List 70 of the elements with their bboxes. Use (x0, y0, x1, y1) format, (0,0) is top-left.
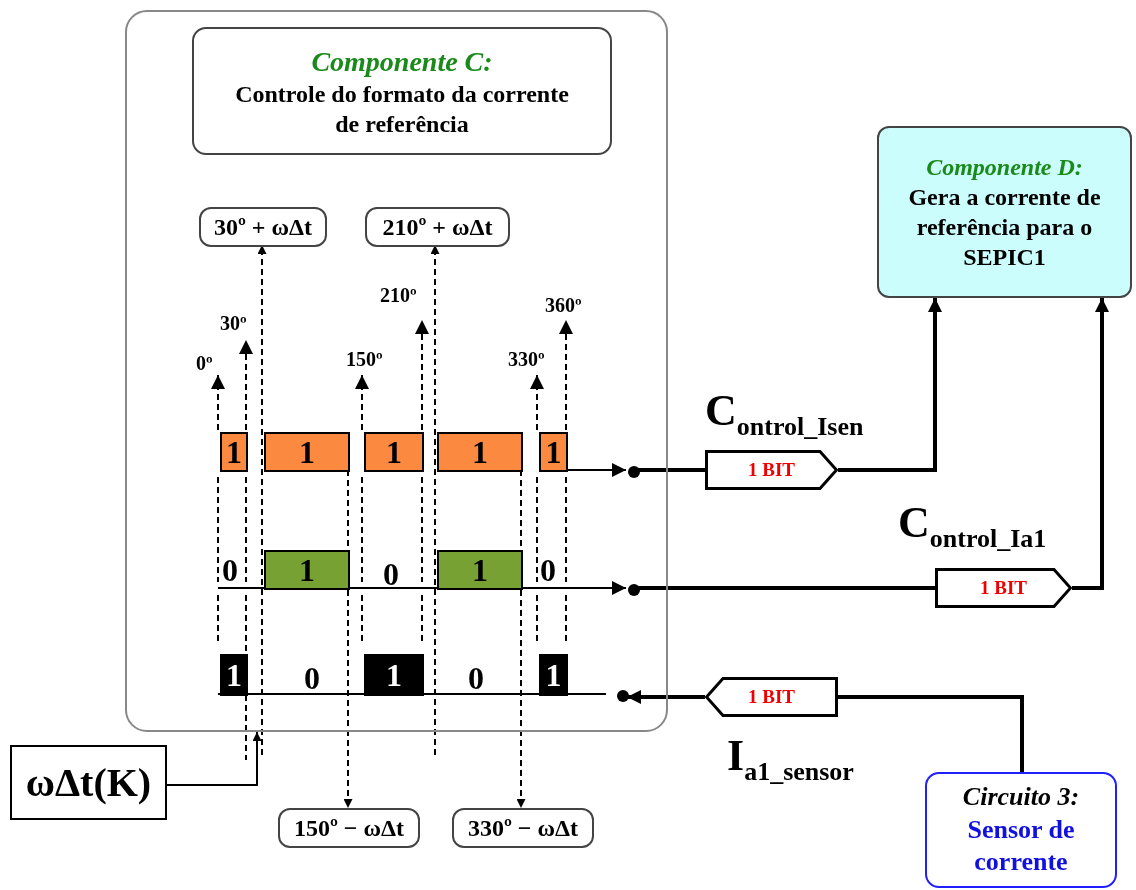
angle-box (365, 207, 510, 247)
pulse-bar (437, 432, 523, 472)
node-text: 210º + ωΔt (382, 213, 493, 242)
bit-value: 0 (304, 660, 320, 697)
input-box (10, 745, 167, 820)
dashed-arrow (257, 244, 267, 756)
connector-arrow (166, 731, 262, 786)
pulse-bar (220, 432, 248, 472)
body-text: Controle do formato da corrente de referência (234, 79, 570, 139)
angle-label: 0º (196, 352, 213, 375)
node-text: 150º − ωΔt (293, 814, 405, 843)
component-box (877, 126, 1132, 298)
angle-box (199, 207, 327, 247)
node-text: 330º − ωΔt (467, 814, 579, 843)
angle-box (278, 808, 420, 848)
bit-value: 0 (468, 660, 484, 697)
title-box (192, 27, 612, 155)
bus-tag (705, 677, 838, 717)
angle-label: 330º (508, 348, 545, 371)
signal-name: I$_{a1_sensor}$ (727, 730, 854, 787)
bit-value: 1 (472, 433, 488, 472)
heading-text: Circuito 3: (962, 781, 1080, 814)
connector-arrow (1072, 298, 1109, 590)
angle-box (452, 808, 594, 848)
bit-width-text: 1 BIT (748, 458, 795, 482)
connector-arrow (627, 690, 705, 704)
body-text: Sensor de corrente (966, 813, 1076, 879)
pulse-bar (364, 432, 424, 472)
bit-width-text: 1 BIT (980, 576, 1027, 600)
bus-tag (935, 568, 1072, 608)
bit-value: 1 (472, 551, 488, 590)
angle-label: 360º (545, 294, 582, 317)
angle-label: 30º (220, 312, 247, 335)
angle-label: 150º (346, 348, 383, 371)
signal-name: C$_{ontrol_Isen}$ (705, 385, 864, 442)
heading-text: Componente D: (926, 153, 1083, 182)
pulse-bar (539, 432, 568, 472)
signal-name: C$_{ontrol_Ia1}$ (898, 497, 1047, 554)
node-text: ωΔt(K) (25, 758, 152, 807)
connector-arrow (573, 581, 627, 595)
bit-value: 1 (545, 656, 562, 695)
pulse-bar (364, 654, 424, 696)
junction-dot (617, 690, 629, 702)
bit-value: 1 (386, 433, 402, 472)
angle-label: 210º (380, 284, 417, 307)
node-text: 30º + ωΔt (213, 213, 313, 242)
junction-dot (628, 584, 640, 596)
pulse-bar (264, 432, 350, 472)
bit-value: 0 (540, 552, 556, 589)
bit-value: 1 (226, 433, 242, 472)
circuit-box (925, 772, 1117, 888)
bit-value: 1 (386, 656, 402, 695)
bit-value: 0 (222, 552, 238, 589)
pulse-bar (220, 654, 248, 696)
pulse-bar (264, 550, 350, 590)
heading-text: Componente C: (311, 44, 493, 79)
body-text: Gera a corrente de referência para o SEPIC1 (907, 183, 1102, 272)
bit-value: 1 (299, 551, 315, 590)
bit-value: 1 (226, 656, 242, 695)
dashed-arrow (430, 244, 440, 756)
bit-value: 1 (545, 433, 562, 472)
bit-width-text: 1 BIT (748, 685, 795, 709)
bus-tag (705, 450, 838, 490)
junction-dot (628, 466, 640, 478)
connector-arrow (838, 298, 942, 472)
bit-value: 0 (383, 556, 399, 593)
component-panel (125, 10, 668, 732)
pulse-bar (539, 654, 568, 696)
pulse-bar (437, 550, 523, 590)
bit-value: 1 (299, 433, 315, 472)
